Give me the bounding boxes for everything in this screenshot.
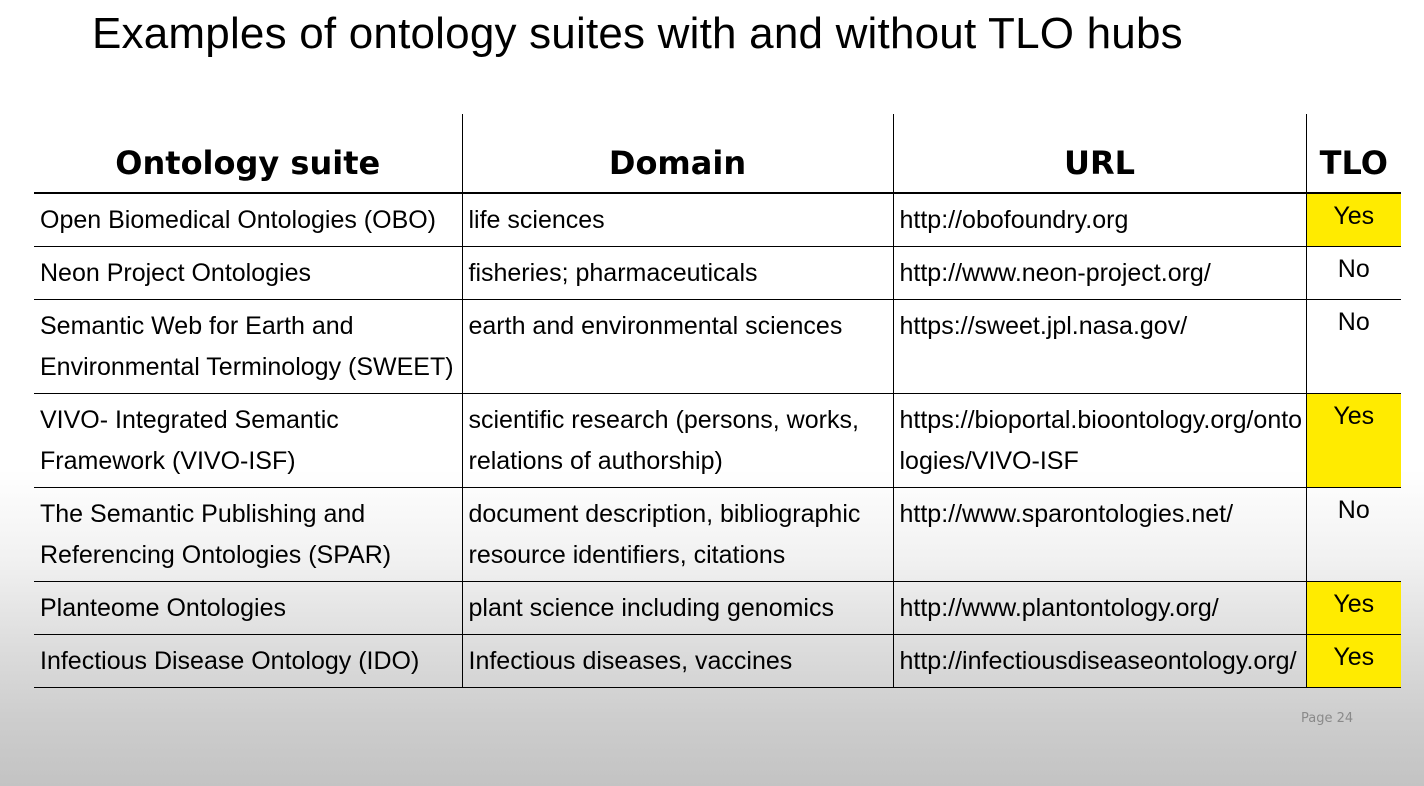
cell-ontology-suite: Open Biomedical Ontologies (OBO)	[34, 193, 462, 247]
page-number: Page 24	[1301, 711, 1354, 726]
cell-url-line: http://www.neon-project.org/	[899, 259, 1211, 287]
cell-domain-line: relations of authorship)	[468, 447, 723, 475]
table-row: Open Biomedical Ontologies (OBO) life sci…	[34, 193, 1401, 247]
cell-domain: scientific research (persons, works, rela…	[461, 393, 893, 488]
header-ontology-suite: Ontology suite	[34, 114, 462, 194]
cell-tlo: Yes	[1305, 581, 1401, 635]
cell-url: http://www.plantontology.org/	[892, 581, 1306, 635]
cell-domain: life sciences	[461, 193, 893, 247]
ontology-suites-table: Ontology suite Domain URL TLO Open Biome…	[34, 114, 1401, 688]
cell-domain-line: scientific research (persons, works,	[468, 406, 859, 434]
cell-ontology-suite-line: Environmental Terminology (SWEET)	[40, 353, 454, 381]
header-url: URL	[892, 114, 1306, 194]
cell-url-line: logies/VIVO-ISF	[899, 447, 1079, 475]
cell-domain-line: plant science including genomics	[468, 594, 835, 622]
cell-ontology-suite-line: The Semantic Publishing and	[40, 500, 366, 528]
cell-url: http://www.neon-project.org/	[892, 246, 1306, 300]
cell-domain-line: fisheries; pharmaceuticals	[468, 259, 758, 287]
cell-domain: Infectious diseases, vaccines	[461, 634, 893, 688]
cell-url: https://sweet.jpl.nasa.gov/	[892, 299, 1306, 394]
cell-url: http://infectiousdiseaseontology.org/	[892, 634, 1306, 688]
cell-ontology-suite-line: VIVO- Integrated Semantic	[40, 406, 339, 434]
cell-domain-line: resource identifiers, citations	[468, 541, 786, 569]
cell-ontology-suite-line: Neon Project Ontologies	[40, 259, 311, 287]
cell-ontology-suite-line: Referencing Ontologies (SPAR)	[40, 541, 392, 569]
cell-url: http://obofoundry.org	[892, 193, 1306, 247]
cell-tlo: Yes	[1305, 393, 1401, 488]
cell-domain: document description, bibliographic resou…	[461, 487, 893, 582]
cell-ontology-suite: Planteome Ontologies	[34, 581, 462, 635]
cell-domain-line: document description, bibliographic	[468, 500, 861, 528]
slide-title: Examples of ontology suites with and wit…	[92, 9, 1183, 58]
table-row: Neon Project Ontologies fisheries; pharma…	[34, 246, 1401, 300]
cell-domain-line: earth and environmental sciences	[468, 312, 843, 340]
table-body: Open Biomedical Ontologies (OBO) life sci…	[34, 193, 1401, 688]
cell-ontology-suite-line: Infectious Disease Ontology (IDO)	[40, 647, 420, 675]
cell-url-line: http://infectiousdiseaseontology.org/	[899, 647, 1297, 675]
cell-url: https://bioportal.bioontology.org/onto lo…	[892, 393, 1306, 488]
cell-tlo: No	[1305, 487, 1401, 582]
cell-ontology-suite-line: Semantic Web for Earth and	[40, 312, 354, 340]
cell-ontology-suite: Neon Project Ontologies	[34, 246, 462, 300]
cell-url: http://www.sparontologies.net/	[892, 487, 1306, 582]
table-row: Infectious Disease Ontology (IDO) Infecti…	[34, 634, 1401, 688]
table-header-row: Ontology suite Domain URL TLO	[34, 114, 1401, 194]
cell-tlo: Yes	[1305, 634, 1401, 688]
header-tlo: TLO	[1305, 114, 1401, 194]
cell-tlo: No	[1305, 299, 1401, 394]
cell-domain: plant science including genomics	[461, 581, 893, 635]
cell-ontology-suite-line: Framework (VIVO-ISF)	[40, 447, 296, 475]
cell-url-line: https://sweet.jpl.nasa.gov/	[899, 312, 1188, 340]
table-row: Planteome Ontologies plant science includ…	[34, 581, 1401, 635]
cell-ontology-suite-line: Open Biomedical Ontologies (OBO)	[40, 206, 437, 234]
cell-ontology-suite-line: Planteome Ontologies	[40, 594, 286, 622]
cell-url-line: https://bioportal.bioontology.org/onto	[899, 406, 1303, 434]
cell-url-line: http://www.plantontology.org/	[899, 594, 1219, 622]
cell-domain: earth and environmental sciences	[461, 299, 893, 394]
cell-ontology-suite: Infectious Disease Ontology (IDO)	[34, 634, 462, 688]
header-domain: Domain	[461, 114, 893, 194]
cell-tlo: No	[1305, 246, 1401, 300]
cell-domain: fisheries; pharmaceuticals	[461, 246, 893, 300]
cell-domain-line: life sciences	[468, 206, 605, 234]
cell-tlo: Yes	[1305, 193, 1401, 247]
cell-domain-line: Infectious diseases, vaccines	[468, 647, 793, 675]
cell-url-line: http://www.sparontologies.net/	[899, 500, 1234, 528]
cell-url-line: http://obofoundry.org	[899, 206, 1129, 234]
